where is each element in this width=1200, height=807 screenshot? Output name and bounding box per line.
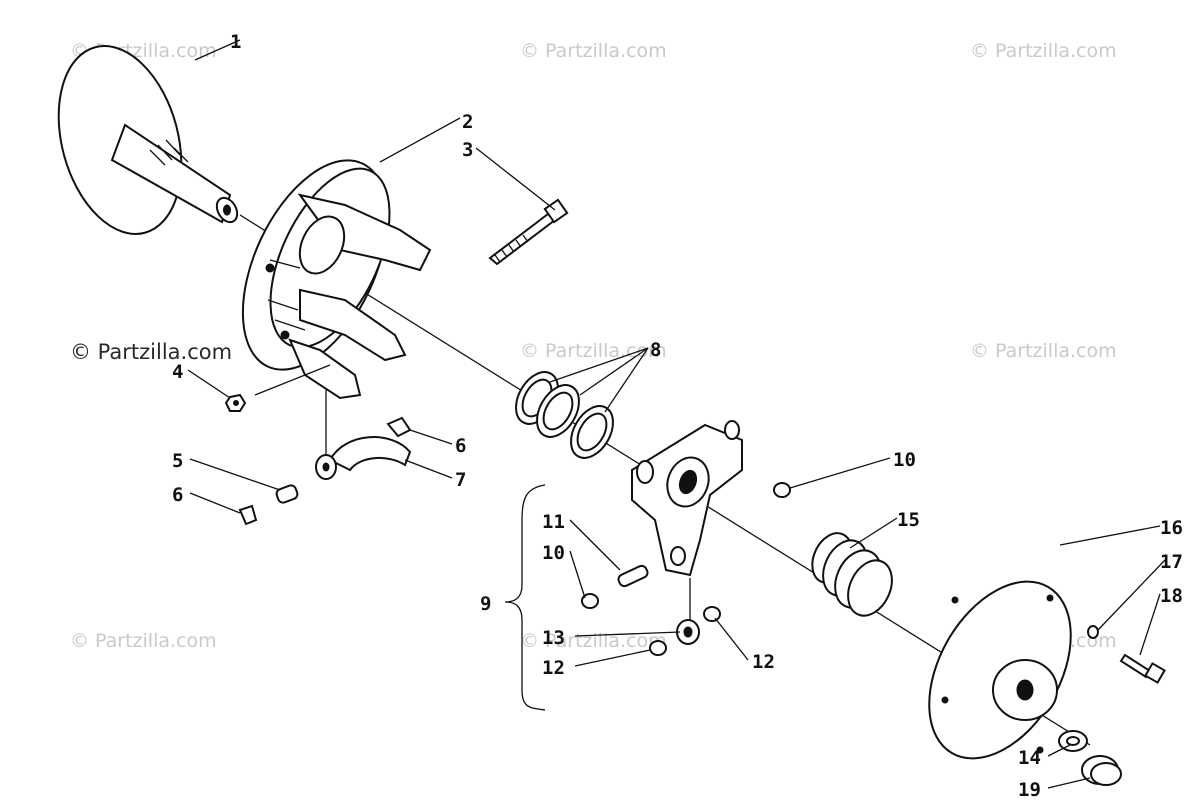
part-10-button <box>581 482 791 609</box>
watermark: © Partzilla.com <box>70 340 233 364</box>
callout-17: 17 <box>1160 551 1183 573</box>
callout-10: 10 <box>542 542 565 564</box>
part-9-spider <box>631 420 743 577</box>
part-19-cap <box>1081 755 1122 786</box>
callout-11: 11 <box>542 511 565 533</box>
callout-16: 16 <box>1160 517 1183 539</box>
watermark: © Partzilla.com <box>970 340 1117 362</box>
part-13-roller <box>676 619 700 645</box>
group-brace <box>504 484 546 711</box>
leader-lines <box>187 39 1166 789</box>
callout-9: 9 <box>480 593 491 615</box>
callout-2: 2 <box>462 111 473 133</box>
part-8-shims <box>515 371 614 459</box>
callout-6: 6 <box>172 484 183 506</box>
watermark: © Partzilla.com <box>520 40 667 62</box>
callout-6: 6 <box>455 435 466 457</box>
callout-19: 19 <box>1018 779 1041 801</box>
watermark: © Partzilla.com <box>520 340 667 362</box>
callout-10: 10 <box>893 449 916 471</box>
part-16-cover <box>928 580 1072 760</box>
part-12-washer <box>649 606 721 656</box>
part-17-lock-washer <box>1087 625 1099 639</box>
part-7-weight <box>315 436 412 480</box>
part-3-bolt <box>488 198 569 266</box>
callout-1: 1 <box>230 31 241 53</box>
part-2-movable-sheave <box>241 159 432 400</box>
part-11-pin <box>617 564 649 588</box>
part-1-fixed-sheave <box>57 45 239 235</box>
part-14-washer <box>1058 730 1088 752</box>
callout-12: 12 <box>542 657 565 679</box>
callout-15: 15 <box>897 509 920 531</box>
part-15-spring <box>811 532 893 617</box>
callout-12: 12 <box>752 651 775 673</box>
callout-7: 7 <box>455 469 466 491</box>
callout-4: 4 <box>172 361 183 383</box>
callout-5: 5 <box>172 450 183 472</box>
part-4-nut <box>224 393 247 412</box>
watermark: © Partzilla.com <box>520 630 667 652</box>
callout-18: 18 <box>1160 585 1183 607</box>
callout-13: 13 <box>542 627 565 649</box>
callout-3: 3 <box>462 139 473 161</box>
watermark: © Partzilla.com <box>70 630 217 652</box>
watermark: © Partzilla.com <box>970 40 1117 62</box>
part-5-bushing <box>275 484 299 504</box>
callout-8: 8 <box>650 339 661 361</box>
part-18-cap-screw <box>1119 653 1166 684</box>
callout-14: 14 <box>1018 747 1041 769</box>
